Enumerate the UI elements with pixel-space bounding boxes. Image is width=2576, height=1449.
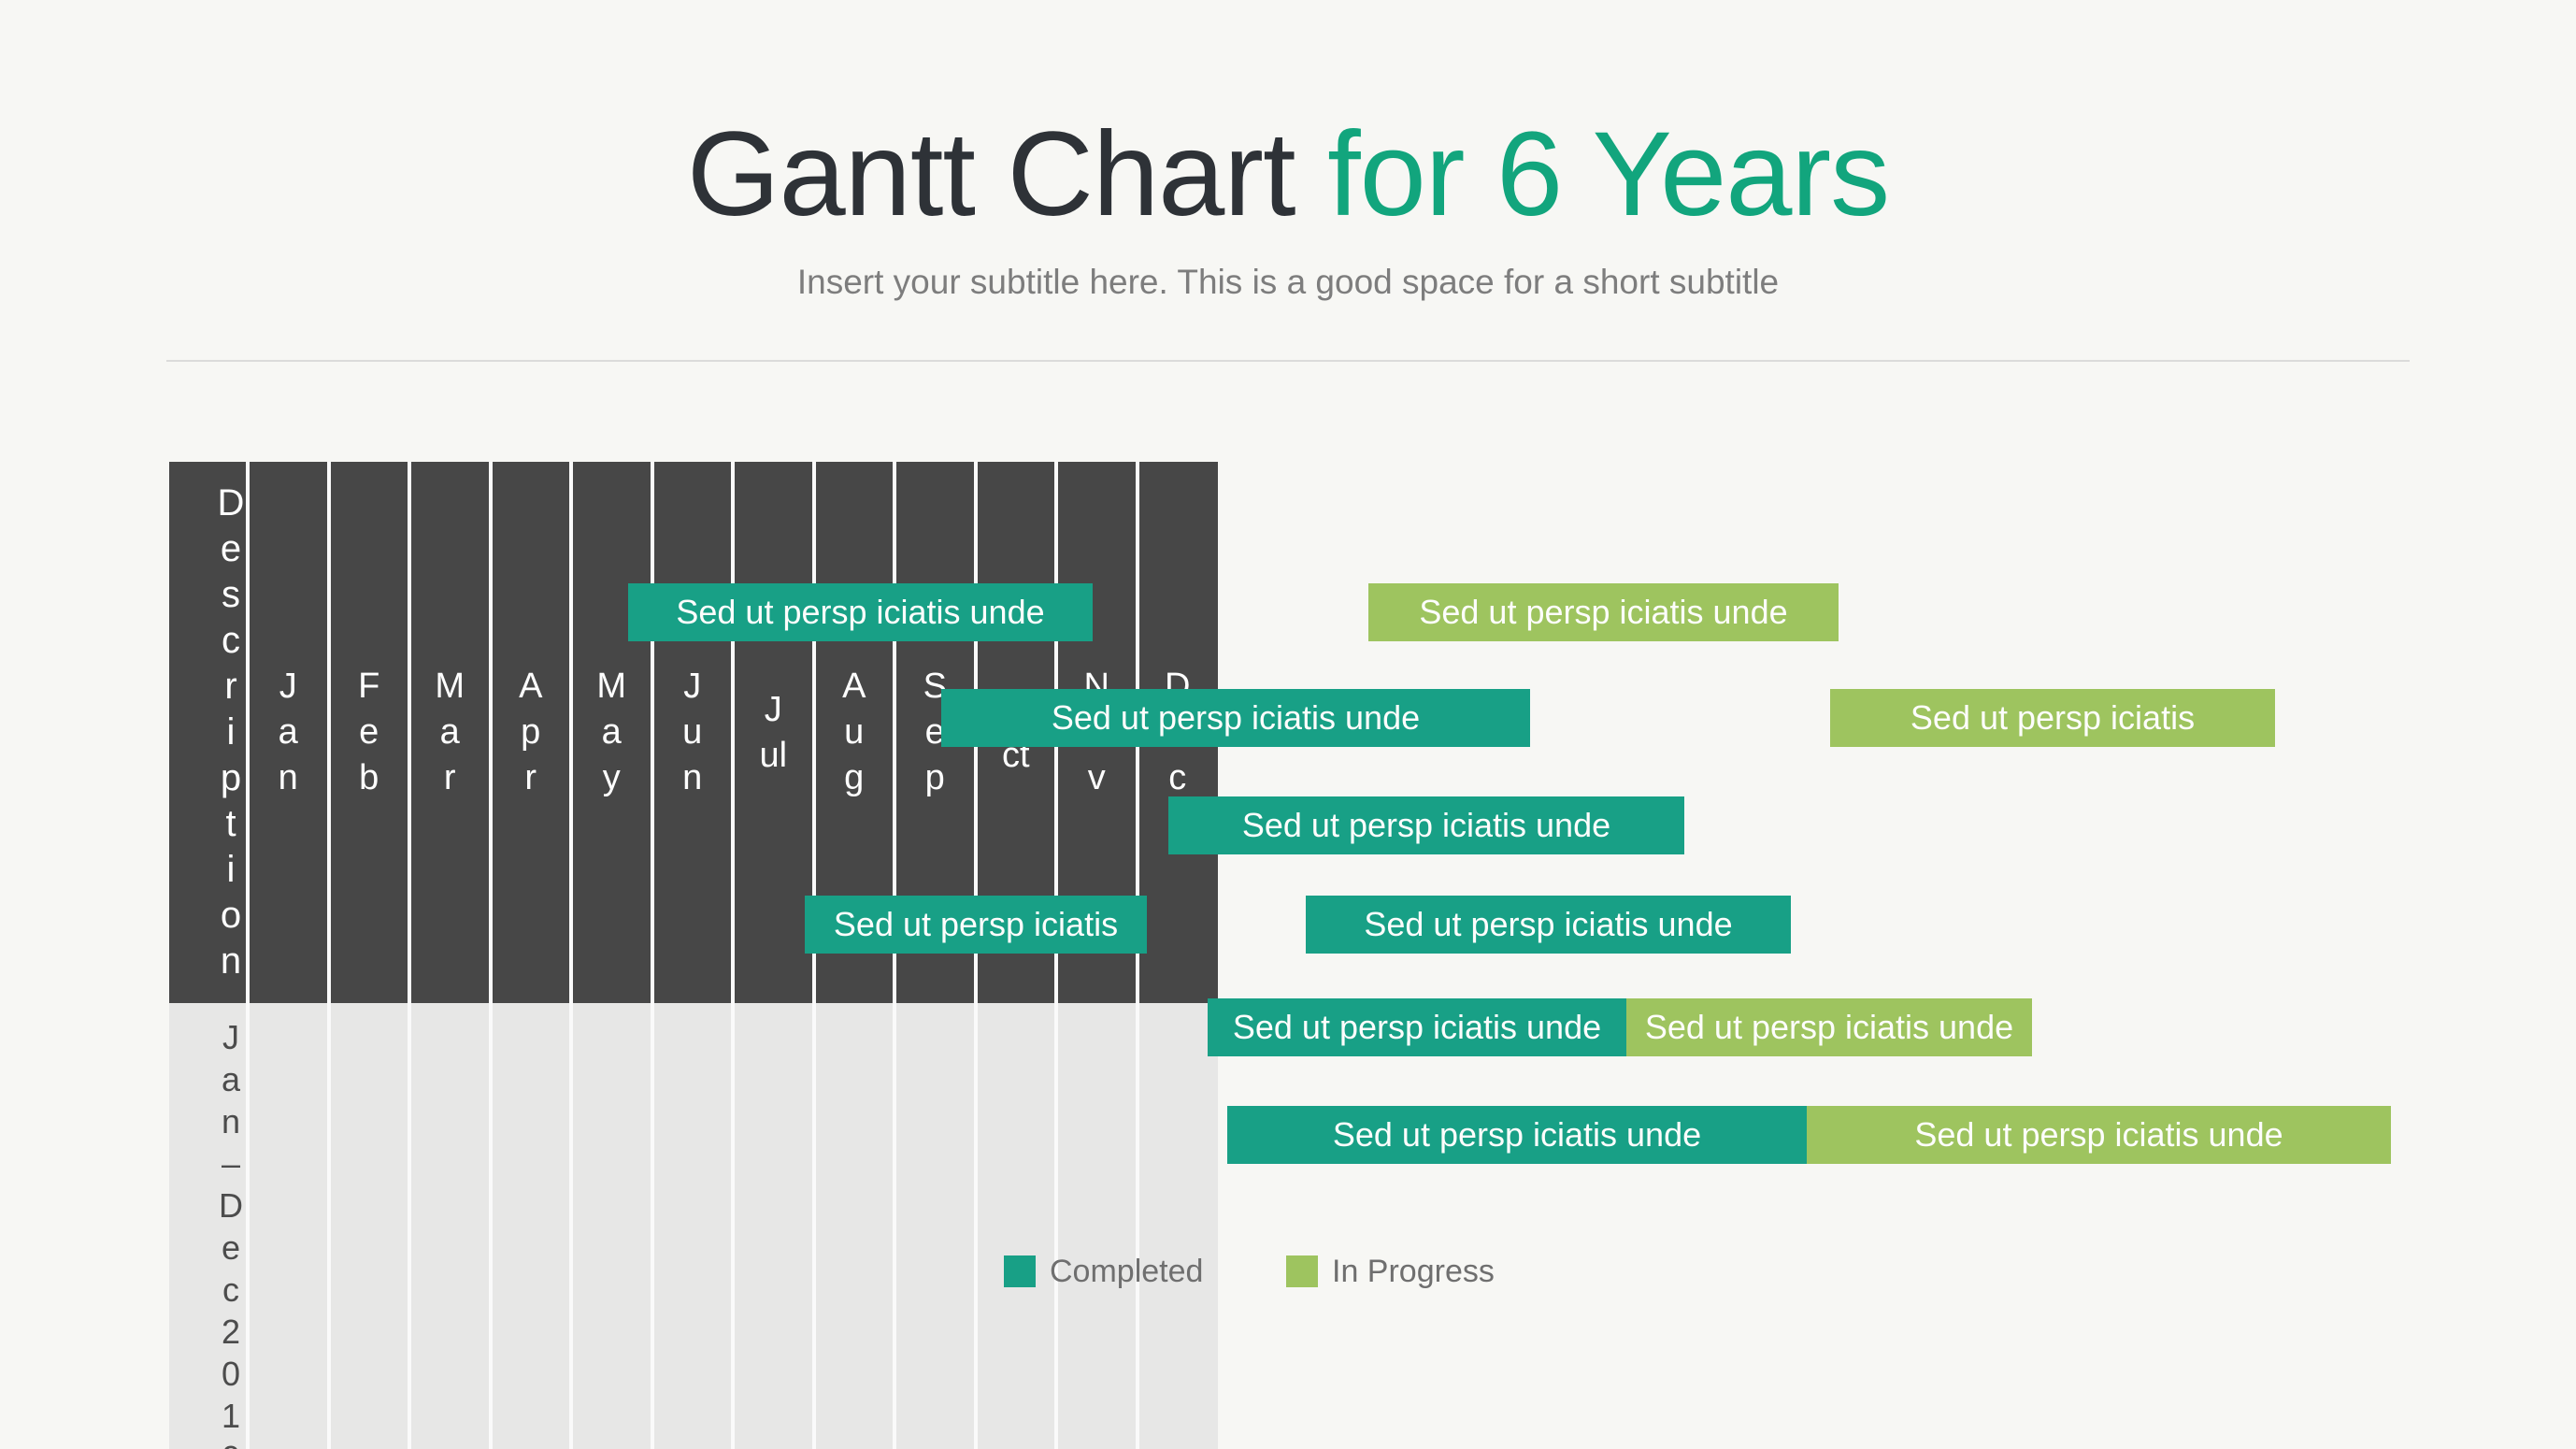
task-bar: Sed ut persp iciatis	[1830, 689, 2275, 747]
legend-label: In Progress	[1332, 1254, 1495, 1289]
month-letter: M	[596, 667, 627, 706]
month-letter: n	[278, 758, 298, 797]
month-letter: c	[1168, 758, 1187, 797]
gantt-column-line	[650, 462, 654, 1449]
period-letter: a	[221, 1060, 241, 1098]
period-letter: 0	[221, 1355, 241, 1393]
task-bar: Sed ut persp iciatis unde	[628, 583, 1093, 641]
description-letter: r	[224, 666, 237, 707]
month-letter: A	[842, 667, 866, 706]
task-bar: Sed ut persp iciatis	[805, 896, 1147, 954]
description-letter: s	[222, 574, 240, 615]
gantt-column-line	[569, 462, 573, 1449]
period-letter: c	[222, 1270, 239, 1309]
month-letter: a	[439, 712, 460, 752]
month-letter: J	[764, 689, 782, 729]
legend-label: Completed	[1050, 1254, 1204, 1289]
legend-item-completed: Completed	[1004, 1255, 1203, 1288]
month-letter: r	[524, 758, 537, 797]
period-letter: D	[219, 1186, 243, 1225]
task-bar: Sed ut persp iciatis unde	[1306, 896, 1791, 954]
divider-line	[166, 360, 2410, 362]
month-letter: e	[359, 712, 379, 752]
month-letter: A	[519, 667, 543, 706]
month-letter: a	[278, 712, 298, 752]
task-bar: Sed ut persp iciatis unde	[1807, 1106, 2391, 1164]
description-letter: o	[220, 895, 242, 936]
month-letter: v	[1087, 758, 1106, 797]
period-letter: 0	[222, 1437, 240, 1449]
month-letter: r	[443, 758, 456, 797]
gantt-column-line	[246, 462, 250, 1449]
gantt-column-line	[326, 462, 331, 1449]
month-letter: b	[359, 758, 379, 797]
task-bar: Sed ut persp iciatis unde	[1168, 796, 1684, 854]
month-letter: g	[844, 758, 865, 797]
month-letter: n	[682, 758, 703, 797]
title-main: Gantt Chart	[686, 108, 1296, 241]
period-letter: n	[221, 1102, 241, 1141]
subtitle: Insert your subtitle here. This is a goo…	[796, 263, 1780, 301]
description-letter: D	[217, 482, 245, 524]
description-letter: i	[226, 849, 236, 890]
gantt-column-line	[731, 462, 735, 1449]
legend-swatch-completed	[1004, 1255, 1036, 1287]
gantt-body-background	[169, 1003, 1218, 1449]
gantt-column-line	[893, 462, 896, 1449]
month-letter: M	[435, 667, 465, 706]
description-letter: n	[220, 940, 242, 982]
month-letter: a	[601, 712, 622, 752]
description-letter: p	[220, 757, 242, 798]
month-letter: e	[924, 712, 945, 752]
gantt-column-line	[811, 462, 816, 1449]
task-bar: Sed ut persp iciatis unde	[1227, 1106, 1807, 1164]
period-letter: J	[222, 1018, 239, 1056]
month-letter: p	[521, 712, 541, 752]
month-letter: u	[844, 712, 865, 752]
gantt-column-line	[408, 462, 411, 1449]
month-letter: J	[279, 667, 297, 706]
task-bar: Sed ut persp iciatis unde	[941, 689, 1530, 747]
gantt-column-line	[1054, 462, 1058, 1449]
description-letter: i	[226, 711, 236, 753]
period-letter: 2	[221, 1313, 241, 1351]
gantt-column-line	[973, 462, 978, 1449]
period-letter: 1	[221, 1397, 241, 1435]
description-letter: c	[222, 620, 240, 661]
task-bar: Sed ut persp iciatis unde	[1368, 583, 1839, 641]
gantt-column-line	[1135, 462, 1139, 1449]
period-axis-label: Jan–Dec 2 0 1 0	[192, 1016, 270, 1449]
description-letter: t	[225, 803, 236, 844]
title-accent: for 6 Years	[1295, 108, 1890, 241]
gantt-column-line	[488, 462, 493, 1449]
legend-item-in_progress: In Progress	[1286, 1255, 1495, 1288]
period-letter: e	[221, 1228, 241, 1267]
task-bar: Sed ut persp iciatis unde	[1626, 998, 2032, 1056]
period-letter: –	[221, 1144, 241, 1183]
month-letter: y	[602, 758, 621, 797]
month-letter: F	[358, 667, 380, 706]
month-letter: p	[924, 758, 945, 797]
legend-swatch-in_progress	[1286, 1255, 1318, 1287]
month-letter: ul	[759, 735, 788, 775]
task-bar: Sed ut persp iciatis unde	[1208, 998, 1626, 1056]
page-title: Gantt Chart for 6 Years	[0, 105, 2576, 245]
month-letter: J	[683, 667, 702, 706]
description-letter: e	[220, 528, 242, 569]
month-letter: u	[682, 712, 703, 752]
